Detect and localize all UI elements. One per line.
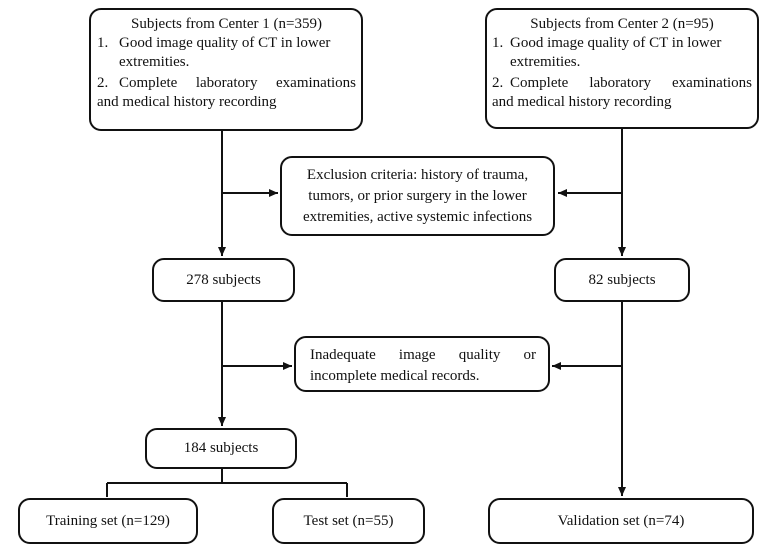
test-set-box: Test set (n=55) [272, 498, 425, 544]
exclusion-line3: extremities, active systemic infections [302, 208, 533, 225]
center2-box: Subjects from Center 2 (n=95) 1. Good im… [485, 8, 759, 129]
center2-title: Subjects from Center 2 (n=95) [530, 16, 714, 32]
exclusion-box: Exclusion criteria: history of trauma, t… [280, 156, 555, 236]
center2-item1-line1: Good image quality of CT in lower [510, 35, 722, 51]
center1-title: Subjects from Center 1 (n=359) [131, 16, 322, 32]
center1-item2-line1: Complete laboratory examinations [119, 75, 356, 91]
training-set-box: Training set (n=129) [18, 498, 198, 544]
validation-set-box: Validation set (n=74) [488, 498, 754, 544]
center1-item1-line2: extremities. [119, 54, 190, 70]
exclusion-line1: Exclusion criteria: history of trauma, [306, 166, 529, 183]
validation-set-label: Validation set (n=74) [557, 512, 685, 529]
center2-item1-line2: extremities. [510, 54, 581, 70]
subjects-184-box: 184 subjects [145, 428, 297, 469]
subjects-278-label: 278 subjects [186, 271, 261, 288]
center2-item2-line1: Complete laboratory examinations [510, 75, 752, 91]
inadequate-line1: Inadequate image quality or [310, 347, 536, 363]
center1-item2-line2: and medical history recording [97, 94, 277, 110]
center1-box: Subjects from Center 1 (n=359) 1. Good i… [89, 8, 363, 131]
training-set-label: Training set (n=129) [46, 512, 170, 529]
subjects-82-box: 82 subjects [554, 258, 690, 302]
test-set-label: Test set (n=55) [303, 512, 394, 529]
center2-item2-line2: and medical history recording [492, 94, 672, 110]
inadequate-line2: incomplete medical records. [310, 368, 480, 384]
center1-item1-num: 1. [97, 35, 109, 51]
subjects-278-box: 278 subjects [152, 258, 295, 302]
center2-item1-num: 1. [492, 35, 504, 51]
inadequate-box: Inadequate image quality or incomplete m… [294, 336, 550, 392]
center1-item1-line1: Good image quality of CT in lower [119, 35, 331, 51]
center2-item2-num: 2. [492, 75, 504, 91]
exclusion-line2: tumors, or prior surgery in the lower [308, 187, 527, 204]
center1-item2-num: 2. [97, 75, 109, 91]
subjects-82-label: 82 subjects [588, 271, 656, 288]
subjects-184-label: 184 subjects [183, 440, 259, 456]
